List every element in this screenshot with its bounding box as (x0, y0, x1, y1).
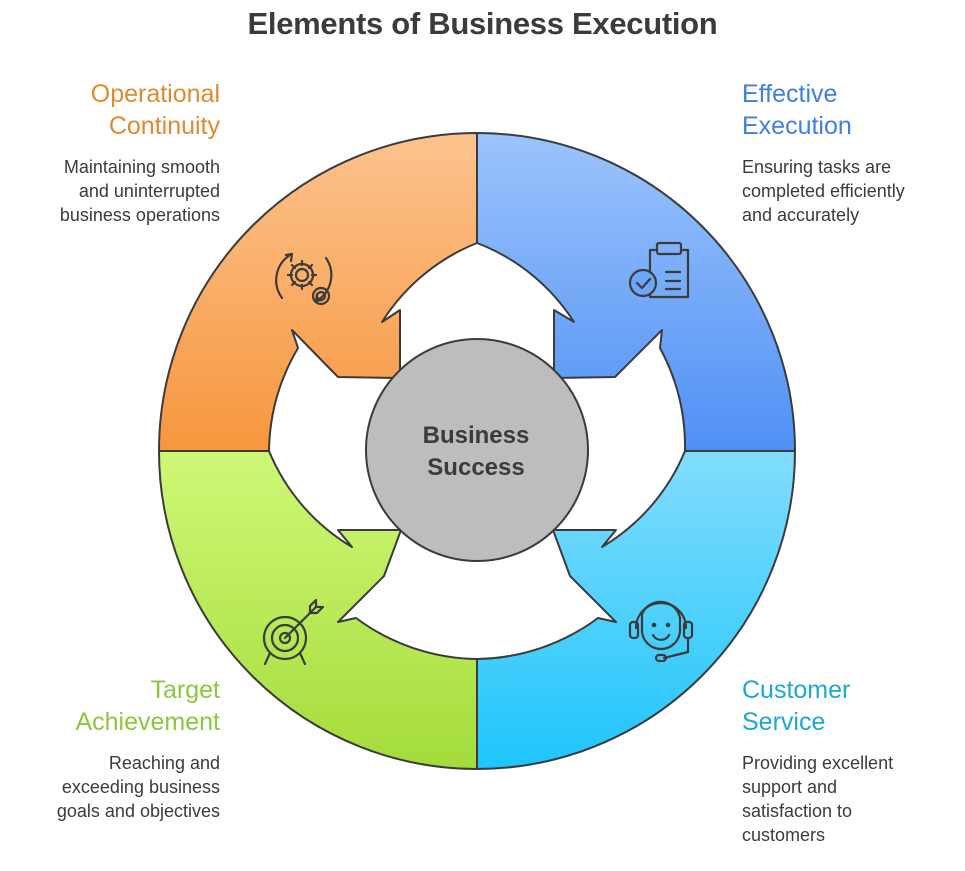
customer-desc-3: satisfaction to (742, 801, 853, 821)
effective-heading-2: Execution (742, 112, 852, 140)
effective-desc-2: completed efficiently (742, 181, 905, 201)
operational-heading-2: Continuity (108, 112, 220, 140)
diagram-title: Elements of Business Execution (247, 6, 718, 41)
effective-desc-3: and accurately (742, 205, 860, 225)
effective-heading-1: Effective (742, 80, 838, 108)
customer-desc-2: support and (742, 777, 838, 797)
headset-icon (628, 600, 694, 663)
customer-heading-1: Customer (742, 676, 851, 704)
customer-desc-4: customers (742, 825, 826, 845)
gears-icon (275, 252, 333, 306)
target-heading-1: Target (150, 676, 220, 704)
operational-desc-2: and uninterrupted (78, 181, 220, 201)
segment-target-achievement (158, 450, 478, 770)
target-desc-3: goals and objectives (56, 801, 220, 821)
customer-heading-2: Service (742, 708, 826, 736)
center-line-2: Success (427, 454, 525, 481)
segment-customer-service (476, 450, 796, 770)
center-circle (365, 338, 589, 562)
operational-desc-1: Maintaining smooth (63, 157, 220, 177)
target-icon (262, 598, 325, 666)
label-operational-continuity: Operational Continuity Maintaining smoot… (20, 78, 220, 227)
clipboard-check-icon (628, 241, 690, 299)
target-desc-2: exceeding business (61, 777, 220, 797)
center-line-1: Business (422, 422, 530, 449)
center-label: Business Success (366, 420, 586, 484)
label-effective-execution: Effective Execution Ensuring tasks are c… (742, 78, 957, 227)
label-customer-service: Customer Service Providing excellent sup… (742, 674, 957, 847)
operational-desc-3: business operations (59, 205, 220, 225)
operational-heading-1: Operational (90, 80, 220, 108)
label-target-achievement: Target Achievement Reaching and exceedin… (20, 674, 220, 823)
effective-desc-1: Ensuring tasks are (742, 157, 892, 177)
customer-desc-1: Providing excellent (742, 753, 894, 773)
target-desc-1: Reaching and (108, 753, 220, 773)
target-heading-2: Achievement (75, 708, 220, 736)
